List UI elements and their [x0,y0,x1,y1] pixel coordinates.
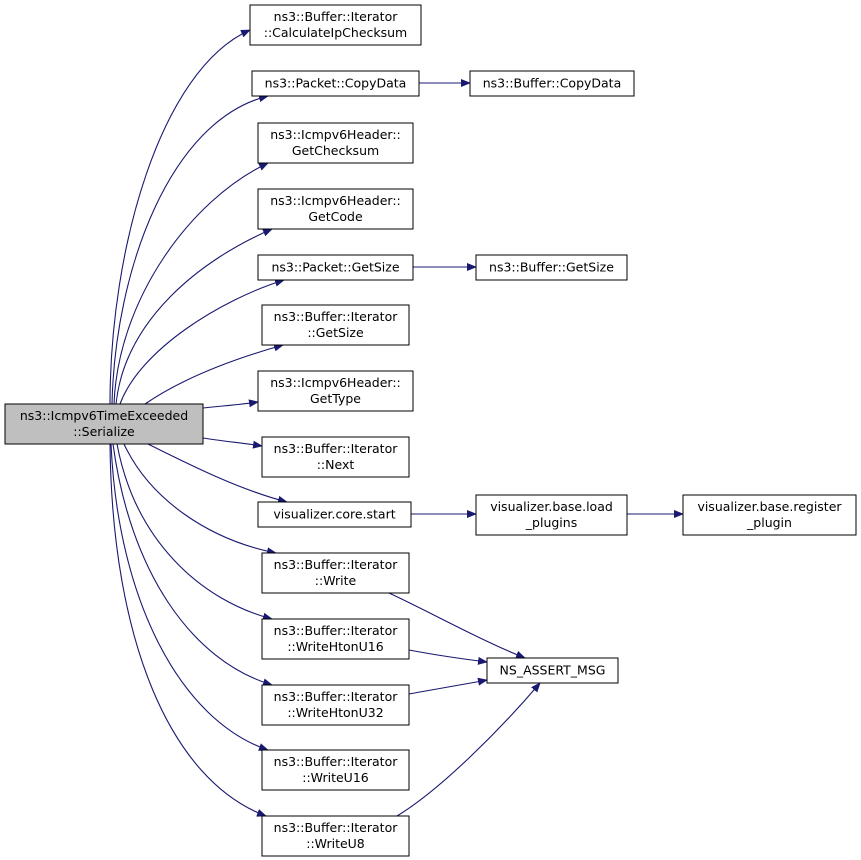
node-label-line: ::Write [315,573,357,588]
node-label-line: ::WriteU16 [302,770,369,785]
node-label-line: ns3::Buffer::GetSize [489,260,614,275]
node-vis_register_plugin[interactable]: visualizer.base.register_plugin [682,494,857,536]
edge-write_htonu32-to-ns_assert_msg [408,677,488,695]
node-write_u8[interactable]: ns3::Buffer::Iterator::WriteU8 [261,815,410,857]
edge-root-to-iter_write [123,443,277,556]
node-get_checksum[interactable]: ns3::Icmpv6Header::GetChecksum [257,122,414,164]
node-label-line: ns3::Buffer::Iterator [274,754,399,769]
edge-iter_write-to-ns_assert_msg [388,592,526,659]
node-box [469,70,635,97]
edge-root-to-write_htonu16 [116,443,273,621]
node-label-line: ns3::Buffer::Iterator [274,441,399,456]
node-label-line: ns3::Icmpv6Header:: [270,127,401,142]
node-write_u16[interactable]: ns3::Buffer::Iterator::WriteU16 [261,749,410,791]
node-calc_ip_checksum[interactable]: ns3::Buffer::Iterator::CalculateIpChecks… [249,4,422,46]
node-root[interactable]: ns3::Icmpv6TimeExceeded::Serialize [4,403,204,445]
node-box [257,122,414,164]
node-label-line: ns3::Buffer::Iterator [274,557,399,572]
node-label-line: ns3::Packet::CopyData [265,76,407,91]
node-label-line: ns3::Icmpv6Header:: [270,193,401,208]
node-box [475,254,628,281]
node-label-line: ns3::Icmpv6TimeExceeded [20,408,188,423]
node-box [257,188,414,230]
node-get_type[interactable]: ns3::Icmpv6Header::GetType [257,370,414,412]
node-packet_getsize[interactable]: ns3::Packet::GetSize [257,254,414,281]
node-buffer_getsize[interactable]: ns3::Buffer::GetSize [475,254,628,281]
node-box [249,4,422,46]
node-box [4,403,204,445]
node-get_code[interactable]: ns3::Icmpv6Header::GetCode [257,188,414,230]
node-label-line: GetChecksum [292,143,379,158]
node-label-line: ns3::Buffer::CopyData [483,76,622,91]
node-box [261,436,410,478]
node-label-line: ::WriteHtonU32 [287,705,383,720]
node-label-line: ::WriteU8 [306,836,365,851]
node-label-line: ns3::Packet::GetSize [271,260,399,275]
node-label-line: _plugin [746,515,792,530]
node-label-line: ns3::Icmpv6Header:: [270,375,401,390]
node-label-line: NS_ASSERT_MSG [500,663,606,678]
edge-root-to-write_u8 [109,443,267,817]
node-label-line: _plugins [525,515,577,530]
node-label-line: ns3::Buffer::Iterator [274,689,399,704]
node-box [486,657,619,684]
node-box [682,494,857,536]
edges-layer [109,29,684,817]
node-label-line: visualizer.base.register [697,499,842,514]
node-label-line: ns3::Buffer::Iterator [274,9,399,24]
edge-root-to-iter_getsize [144,343,284,405]
edge-root-to-vis_core_start [147,443,288,504]
node-box [257,501,412,528]
edge-root-to-calc_ip_checksum [109,29,251,405]
node-box [251,70,420,97]
node-box [257,370,414,412]
node-write_htonu32[interactable]: ns3::Buffer::Iterator::WriteHtonU32 [261,684,410,726]
node-label-line: ns3::Buffer::Iterator [274,820,399,835]
edge-root-to-get_code [115,228,273,405]
node-label-line: ::Next [317,457,355,472]
node-vis_core_start[interactable]: visualizer.core.start [257,501,412,528]
edge-root-to-write_htonu32 [112,443,273,687]
node-box [261,304,410,346]
node-label-line: ::GetSize [307,325,364,340]
edge-root-to-write_u16 [110,443,269,751]
node-label-line: ns3::Buffer::Iterator [274,309,399,324]
node-buffer_copydata[interactable]: ns3::Buffer::CopyData [469,70,635,97]
node-box [261,684,410,726]
edge-write_htonu16-to-ns_assert_msg [408,649,488,665]
node-label-line: GetCode [308,209,363,224]
edge-root-to-packet_copydata [111,94,269,405]
edge-write_u8-to-ns_assert_msg [396,682,541,817]
node-box [261,618,410,660]
edge-root-to-packet_getsize [119,278,285,405]
edge-root-to-get_type [202,399,259,409]
node-box [261,815,410,857]
node-write_htonu16[interactable]: ns3::Buffer::Iterator::WriteHtonU16 [261,618,410,660]
node-label-line: ::CalculateIpChecksum [264,25,408,40]
edge-root-to-get_checksum [113,162,269,405]
node-label-line: ::WriteHtonU16 [287,639,383,654]
node-box [475,494,628,536]
node-label-line: visualizer.core.start [273,507,395,522]
node-label-line: visualizer.base.load [490,499,613,514]
nodes-layer: ns3::Icmpv6TimeExceeded::Serializens3::B… [4,4,857,857]
node-iter_next[interactable]: ns3::Buffer::Iterator::Next [261,436,410,478]
node-packet_copydata[interactable]: ns3::Packet::CopyData [251,70,420,97]
node-vis_load_plugins[interactable]: visualizer.base.load_plugins [475,494,628,536]
node-box [261,749,410,791]
node-label-line: GetType [310,391,361,406]
node-iter_getsize[interactable]: ns3::Buffer::Iterator::GetSize [261,304,410,346]
node-ns_assert_msg[interactable]: NS_ASSERT_MSG [486,657,619,684]
node-label-line: ns3::Buffer::Iterator [274,623,399,638]
node-box [261,552,410,594]
node-iter_write[interactable]: ns3::Buffer::Iterator::Write [261,552,410,594]
node-label-line: ::Serialize [73,424,135,439]
node-box [257,254,414,281]
edge-root-to-iter_next [202,437,263,449]
